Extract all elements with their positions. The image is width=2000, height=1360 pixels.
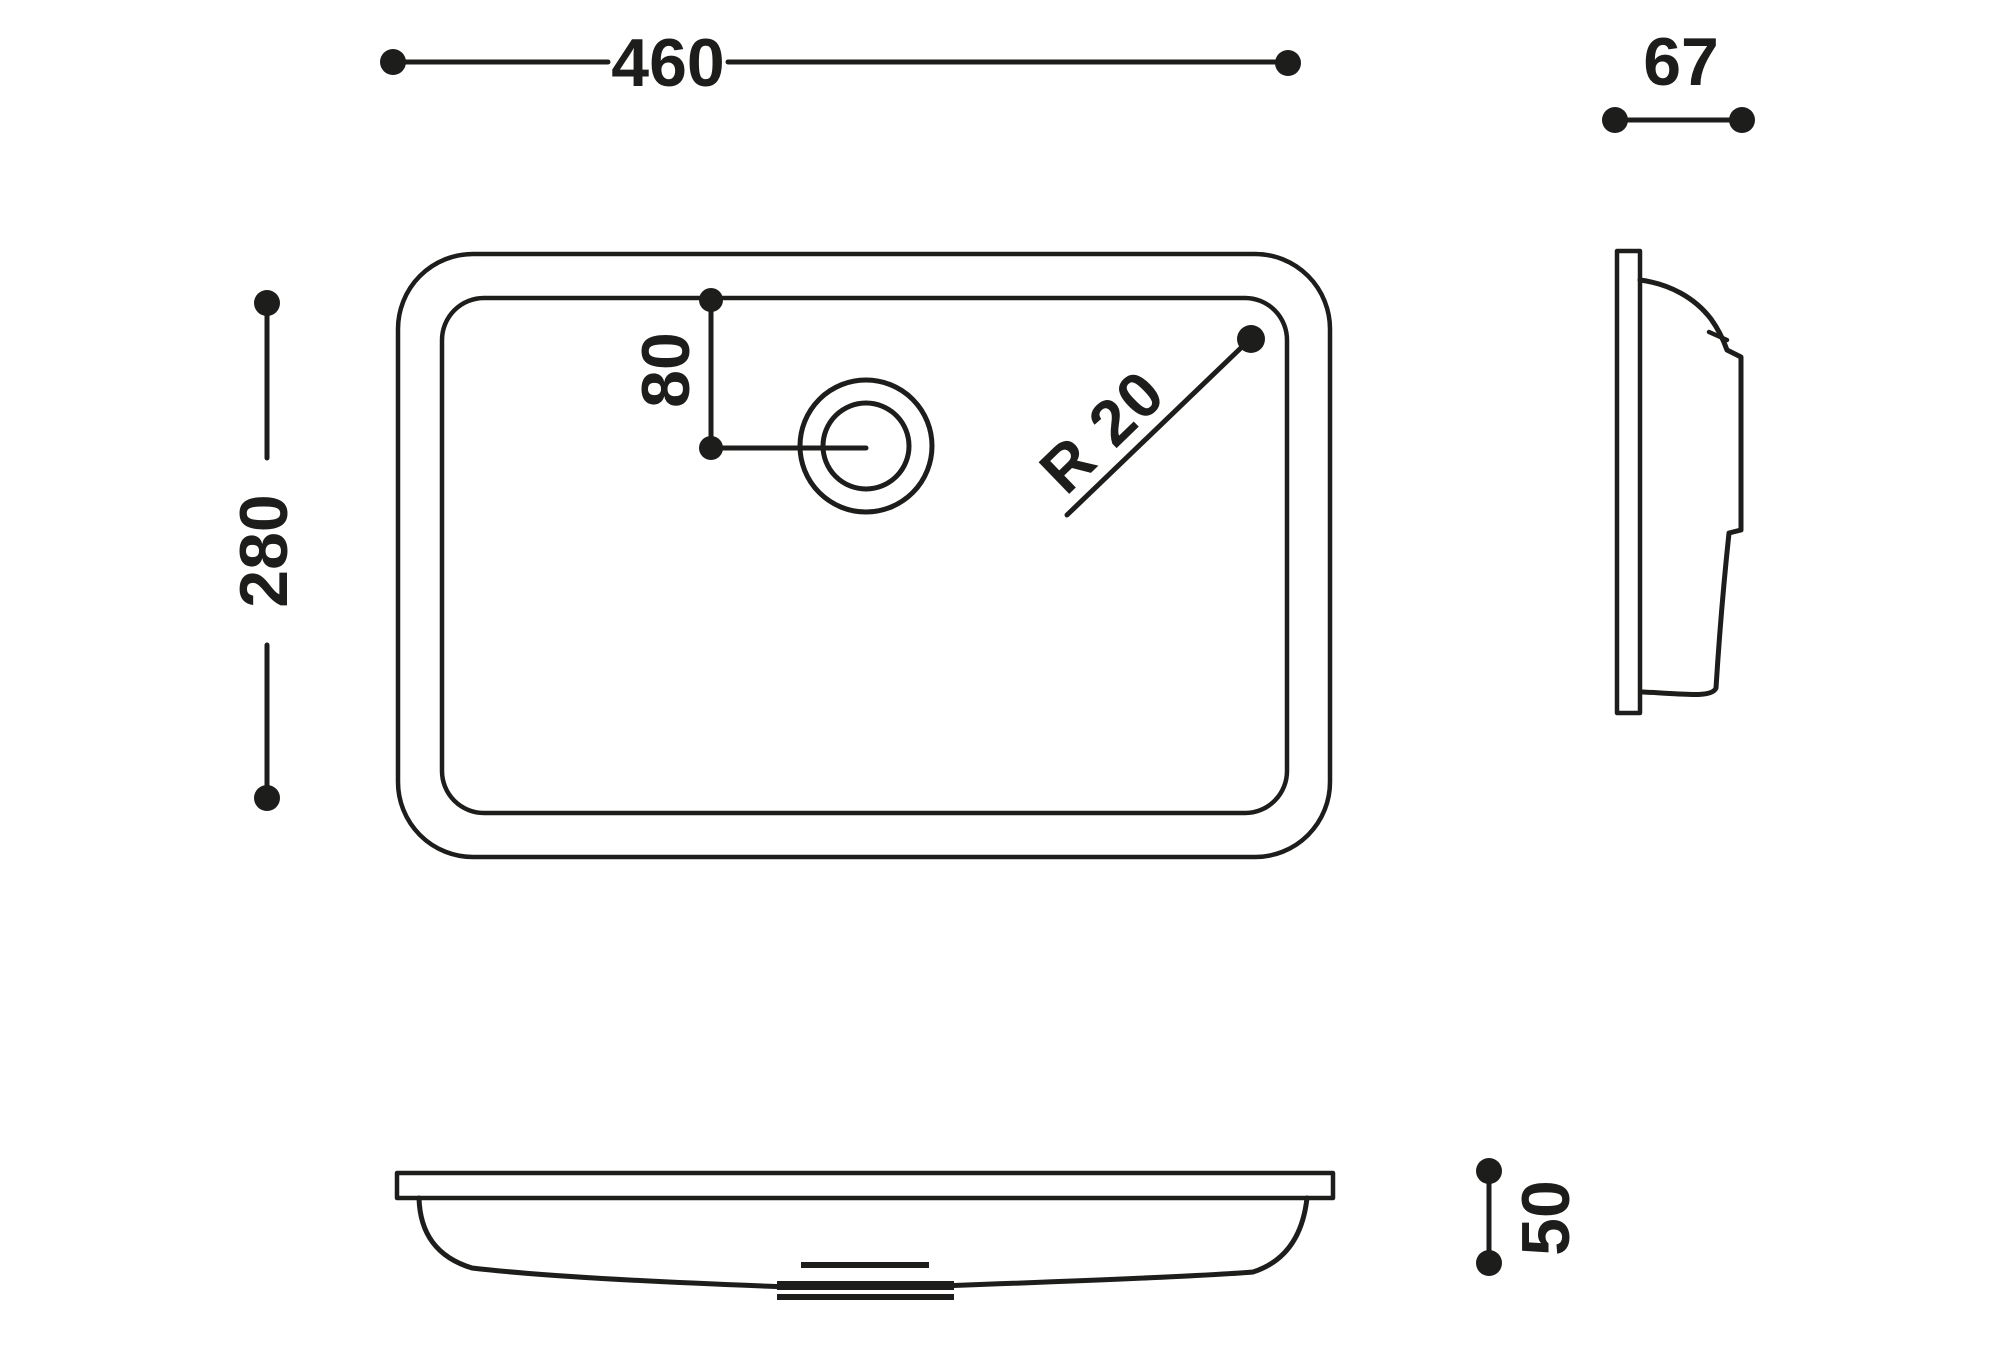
top-view-outer-outline [395, 251, 1333, 860]
dim-side-width-dot-right [1729, 107, 1755, 133]
dim-depth-label: 280 [226, 494, 302, 607]
dim-bowl-height: 50 [1476, 1158, 1584, 1276]
dim-radius-leader-line [1064, 341, 1248, 518]
dim-bowl-height-label: 50 [1508, 1180, 1584, 1256]
side-view-tangent-tick [1706, 329, 1730, 343]
dim-radius-endpoint-dot [1237, 325, 1265, 353]
dim-depth-endpoint-dot-bottom [254, 785, 280, 811]
side-view-rim-flange [1614, 248, 1643, 716]
dim-drain-offset-dot-top [699, 288, 723, 312]
dim-width-label: 460 [611, 25, 724, 101]
front-view-rim-bar [394, 1170, 1336, 1201]
dim-drain-offset: 80 [628, 288, 869, 460]
front-view [394, 1170, 1336, 1300]
dim-overall-width: 460 [380, 25, 1301, 101]
side-view-bowl-profile [1637, 277, 1744, 697]
dim-bowl-height-dot-bottom [1476, 1250, 1502, 1276]
dim-depth-endpoint-dot-top [254, 290, 280, 316]
side-view [1614, 248, 1744, 716]
dim-corner-radius: R 20 [1026, 325, 1265, 518]
dim-side-width-label: 67 [1643, 24, 1719, 100]
front-view-bowl-outline [416, 1195, 1310, 1290]
dim-overall-depth: 280 [226, 290, 302, 811]
dim-width-endpoint-dot-right [1275, 50, 1301, 76]
dim-side-width: 67 [1602, 24, 1755, 133]
dim-width-endpoint-dot-left [380, 49, 406, 75]
drain-fitting-flange-bar [777, 1281, 954, 1290]
dim-side-width-dot-left [1602, 107, 1628, 133]
drain-fitting-upper-bar [801, 1262, 929, 1268]
top-view-inner-outline [439, 295, 1290, 816]
dim-bowl-height-dot-top [1476, 1158, 1502, 1184]
dim-drain-offset-label: 80 [628, 332, 704, 408]
dim-drain-offset-dot-bottom [699, 436, 723, 460]
drain-fitting-lower-bar [777, 1294, 954, 1300]
top-view [395, 251, 1333, 860]
